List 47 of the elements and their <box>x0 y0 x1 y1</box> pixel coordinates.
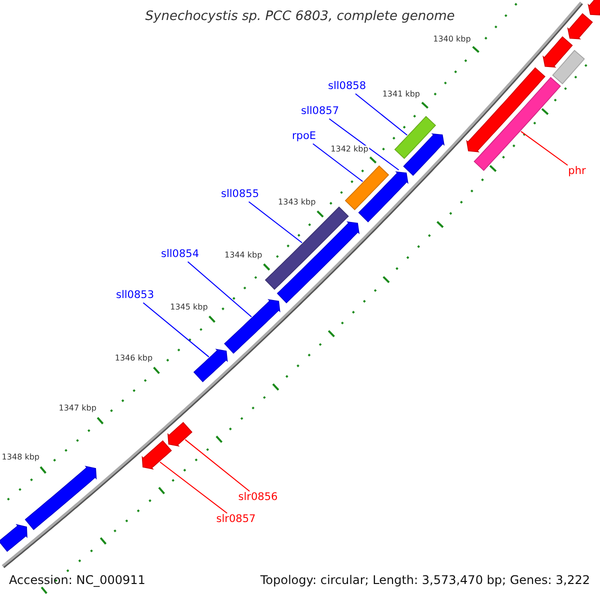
gene-label: sll0855 <box>220 189 260 201</box>
scale-label: 1348 kbp <box>0 453 40 462</box>
leader-line <box>142 302 210 358</box>
gene-feature <box>24 466 97 530</box>
leader-line <box>520 130 568 166</box>
scale-label: 1347 kbp <box>58 404 98 413</box>
gene-feature <box>358 171 408 222</box>
accession-note: Accession: NC_000911 <box>9 574 146 588</box>
gene-feature <box>552 50 585 84</box>
gene-feature <box>264 206 349 290</box>
gene-label: sll0854 <box>160 249 200 261</box>
leader-line <box>187 261 252 318</box>
gene-label: sll0857 <box>300 106 340 118</box>
scale-label: 1344 kbp <box>224 252 264 260</box>
gene-feature <box>466 67 546 152</box>
gene-feature <box>193 348 228 382</box>
gene-label: sll0858 <box>328 81 366 93</box>
gene-feature <box>344 165 390 210</box>
scale-label: 1340 kbp <box>432 36 472 44</box>
scale-label: 1342 kbp <box>330 145 370 154</box>
scale-label: 1345 kbp <box>169 303 209 312</box>
leader-line <box>159 462 228 514</box>
gene-feature <box>167 422 192 447</box>
gene-feature <box>542 36 573 68</box>
scale-label: 1343 kbp <box>277 199 317 208</box>
leader-line <box>312 143 364 182</box>
leader-line <box>184 439 250 492</box>
gene-label: slr0856 <box>238 492 278 504</box>
gene-label: sll0853 <box>116 290 154 302</box>
map-title: Synechocystis sp. PCC 6803, complete genome <box>145 10 455 24</box>
leader-line <box>354 93 408 136</box>
gene-label: slr0857 <box>216 514 256 526</box>
gene-feature <box>276 221 360 304</box>
gene-feature <box>588 0 600 16</box>
leader-line <box>248 201 302 244</box>
gene-feature <box>403 133 445 176</box>
gene-feature <box>394 116 436 160</box>
genome-summary-note: Topology: circular; Length: 3,573,470 bp; Genes: 3,222 <box>260 574 590 588</box>
gene-label: rpoE <box>292 131 316 143</box>
gene-feature <box>474 76 561 171</box>
gene-feature <box>0 524 28 552</box>
gene-label: phr <box>568 166 586 178</box>
gene-feature <box>142 440 172 470</box>
gene-feature <box>567 13 593 40</box>
scale-label: 1341 kbp <box>381 91 422 100</box>
scale-label: 1346 kbp <box>114 354 154 364</box>
gene-feature <box>224 299 280 354</box>
